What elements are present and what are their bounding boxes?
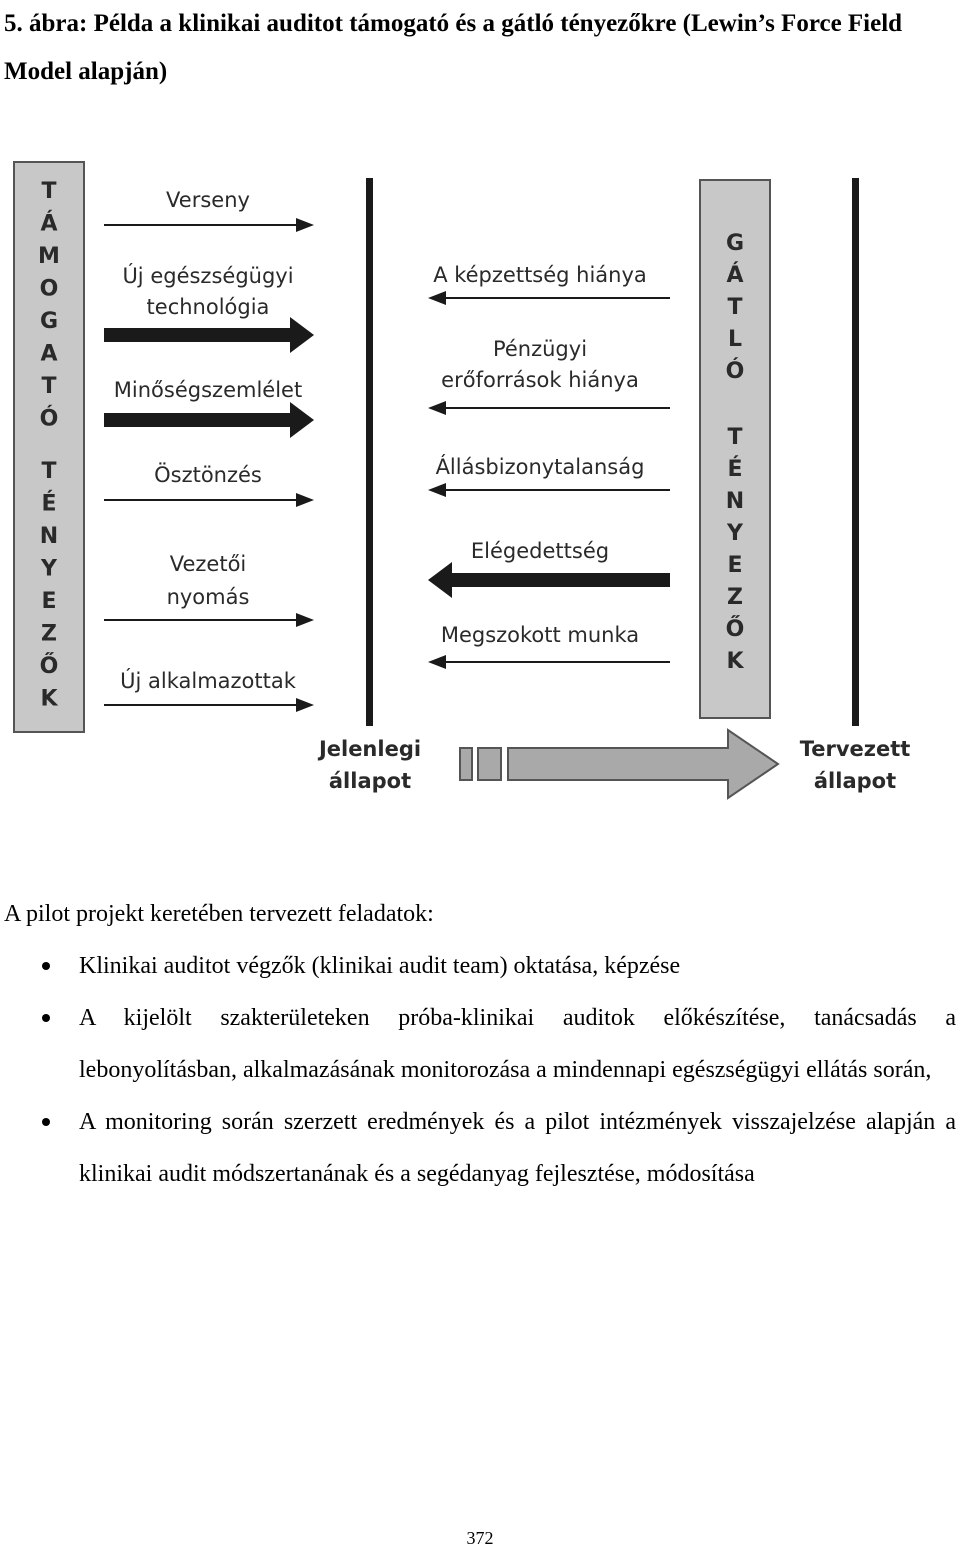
restrainer-arrow-head [428,291,446,305]
restrainer-arrow-head [428,483,446,497]
task-list: Klinikai auditot végzők (klinikai audit … [0,940,960,1200]
driver-arrow [104,402,314,438]
list-item: Klinikai auditot végzők (klinikai audit … [0,940,960,992]
figure-caption: 5. ábra: Példa a klinikai auditot támoga… [4,10,903,85]
driver-label: Új alkalmazottak [120,668,297,693]
restrainer-label: erőforrások hiánya [441,368,639,392]
driver-arrow-head [296,613,314,627]
driver-label: technológia [147,295,270,319]
restrainer-label: Megszokott munka [441,623,639,647]
restrainer-arrow-head [428,655,446,669]
right-factor-panel [699,179,771,719]
planned-state-line [852,178,859,726]
restrainer-label: Állásbizonytalanság [436,454,645,479]
driver-label: Vezetői [170,552,247,576]
intro-paragraph: A pilot projekt keretében tervezett fela… [4,901,434,927]
driver-arrow [104,317,314,353]
restrainer-arrow-head [428,401,446,415]
driver-arrow-head [296,698,314,712]
progress-block-small [459,747,473,781]
restrainer-label: Elégedettség [471,539,609,563]
driver-arrow-head [296,218,314,232]
driver-arrow-head [296,493,314,507]
driver-label: Verseny [166,188,250,212]
left-factor-panel [13,161,85,733]
restrainer-label: Pénzügyi [493,337,587,361]
current-state-line [366,178,373,726]
driver-label: Új egészségügyi [122,263,293,288]
driver-label: Ösztönzés [154,462,262,487]
list-item: A kijelölt szakterületeken próba-klinika… [0,992,960,1096]
change-direction-arrow [507,728,780,800]
progress-block-medium [477,747,502,781]
page-number: 372 [466,1528,494,1548]
driver-label: Minőségszemlélet [114,378,302,402]
driver-label: nyomás [167,585,250,609]
restrainer-label: A képzettség hiánya [433,263,647,287]
restrainer-arrow [428,562,670,598]
list-item: A monitoring során szerzett eredmények é… [0,1096,960,1200]
